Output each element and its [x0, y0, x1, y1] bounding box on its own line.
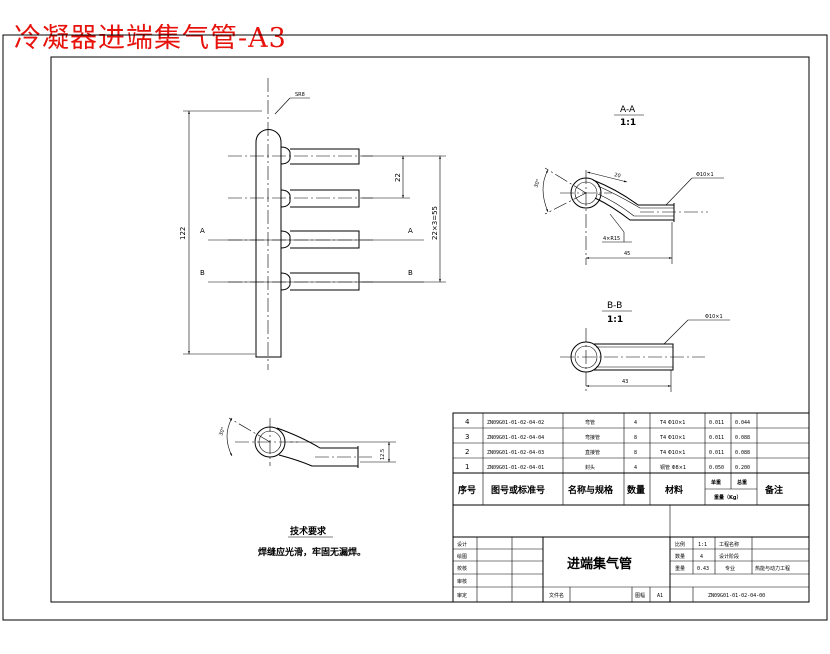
- section-aa-view: A-A 1:1 30° 20 Φ10×1 4×R15 45: [533, 105, 724, 265]
- bom-cell-name: 封头: [585, 464, 595, 471]
- bom-cell-unit: 0.011: [709, 450, 724, 456]
- bom-cell-name: 直接管: [585, 449, 600, 456]
- bom-cell-code: ZN09G01-01-02-04-01: [487, 465, 544, 471]
- role-label: 审核: [457, 578, 467, 585]
- bom-h-qty: 数量: [627, 484, 645, 496]
- dim-height: 122: [179, 227, 187, 240]
- role-label: 绘图: [457, 553, 467, 560]
- major-value: 热能与动力工程: [755, 565, 790, 572]
- aa-dim-r: 20: [614, 172, 622, 179]
- title-block-text: 进端集气管 文件名 图幅 A1 ZN09G01-01-02-04-00 比例 1…: [549, 541, 790, 599]
- section-b-left: B: [200, 269, 205, 277]
- bom-cell-material: T4 Φ10×1: [659, 435, 686, 441]
- bom-cell-unit: 0.050: [709, 465, 724, 471]
- aa-angle: 30°: [533, 178, 542, 189]
- bottom-dim-offset: 12.5: [380, 449, 386, 460]
- bom-cell-code: ZN09G01-01-02-04-03: [487, 450, 544, 456]
- weight-value: 0.43: [697, 566, 709, 572]
- bom-cell-total: 0.088: [735, 450, 750, 456]
- project-label: 工程名称: [719, 541, 739, 548]
- bom-cell-qty: 4: [634, 465, 637, 471]
- sheet-value: A1: [657, 593, 663, 599]
- bom-cell-total: 0.088: [735, 435, 750, 441]
- tech-title: 技术要求: [290, 525, 327, 537]
- section-a-left: A: [200, 227, 205, 235]
- bom-cell-qty: 4: [634, 420, 637, 426]
- bom-cell-no: 4: [465, 418, 470, 426]
- bom-cell-total: 0.200: [735, 465, 750, 471]
- section-b-right: B: [408, 269, 413, 277]
- front-view: SR8 A A B B 1: [179, 78, 446, 370]
- bom-cell-name: 弯管: [585, 419, 595, 426]
- bottom-view: 30° 12.5: [218, 417, 396, 468]
- role-label: 设计: [457, 541, 467, 548]
- bom-h-name: 名称与规格: [568, 484, 614, 496]
- qty-label: 数量: [675, 553, 685, 560]
- bom-cell-no: 3: [465, 433, 469, 441]
- bom-cell-unit: 0.011: [709, 420, 724, 426]
- dim-total: 22×3=55: [431, 206, 439, 240]
- bom-cell-material: T4 Φ10×1: [659, 420, 686, 426]
- document-title: 冷凝器进端集气管-A3: [14, 23, 287, 54]
- major-label: 专业: [725, 565, 735, 572]
- drawing-name: 进端集气管: [567, 556, 632, 572]
- bom-cell-unit: 0.011: [709, 435, 724, 441]
- bom-h-total: 总重: [737, 479, 747, 486]
- scale-label: 比例: [675, 541, 685, 548]
- bom-rows: 4 ZN09G01-01-02-04-02 弯管 4 T4 Φ10×1 0.011 0.04…: [465, 418, 750, 471]
- branch-pipe-2: [228, 189, 373, 208]
- bom-cell-code: ZN09G01-01-02-04-04: [487, 435, 544, 441]
- file-label: 文件名: [549, 592, 564, 599]
- qty-value: 4: [700, 554, 703, 560]
- section-bb-view: B-B 1:1 Φ10×1 43: [560, 301, 730, 392]
- section-aa-scale: 1:1: [620, 118, 636, 128]
- bom-h-material: 材料: [664, 484, 683, 496]
- inner-frame: [50, 56, 810, 603]
- bom-cell-name: 弯接管: [585, 434, 600, 441]
- sheet-label: 图幅: [635, 592, 645, 599]
- dim-pitch: 22: [394, 173, 402, 182]
- bom-h-remark: 备注: [764, 484, 783, 496]
- tech-requirements: 技术要求 焊缝应光滑，牢固无漏焊。: [258, 525, 366, 558]
- section-bb-title: B-B: [607, 301, 622, 311]
- bom-cell-no: 1: [465, 463, 469, 471]
- aa-pipe-callout: Φ10×1: [696, 172, 714, 178]
- aa-dim-len: 45: [624, 251, 630, 257]
- sr-label: SR8: [295, 92, 305, 98]
- bom-header: 序号 图号或标准号 名称与规格 数量 材料 单重 总重 重量（Kg） 备注: [458, 479, 783, 501]
- role-label: 审定: [457, 592, 467, 599]
- aa-radius-callout: 4×R15: [603, 236, 620, 242]
- branch-pipe-3: [228, 230, 373, 249]
- scale-value: 1:1: [698, 542, 707, 548]
- bom-cell-total: 0.044: [735, 420, 750, 426]
- tech-text: 焊缝应光滑，牢固无漏焊。: [258, 546, 366, 558]
- branch-pipe-1: [228, 146, 373, 165]
- bom-cell-qty: 8: [634, 450, 637, 456]
- bom-cell-material: T4 Φ10×1: [659, 450, 686, 456]
- bom-cell-no: 2: [465, 448, 469, 456]
- bom-h-weight: 重量（Kg）: [714, 494, 741, 501]
- branch-pipe-4: [228, 272, 373, 291]
- bb-pipe-callout: Φ10×1: [705, 314, 723, 320]
- bom-h-no: 序号: [458, 484, 476, 496]
- drawing-no: ZN09G01-01-02-04-00: [708, 593, 765, 599]
- title-block: [452, 504, 810, 603]
- bom-h-unit: 单重: [711, 479, 721, 486]
- stage-label: 设计阶段: [719, 553, 739, 560]
- section-a-right: A: [408, 227, 413, 235]
- weight-label: 重量: [675, 565, 685, 572]
- bom-cell-material: 铜管 Φ8×1: [660, 464, 686, 471]
- bom-cell-code: ZN09G01-01-02-04-02: [487, 420, 544, 426]
- section-aa-title: A-A: [620, 105, 636, 115]
- bom-cell-qty: 8: [634, 435, 637, 441]
- outer-frame: [2, 34, 828, 621]
- bom-h-code: 图号或标准号: [491, 484, 545, 496]
- section-bb-scale: 1:1: [607, 315, 623, 325]
- bb-dim-len: 43: [622, 379, 628, 385]
- role-label: 校核: [457, 565, 467, 572]
- bottom-angle: 30°: [218, 426, 227, 437]
